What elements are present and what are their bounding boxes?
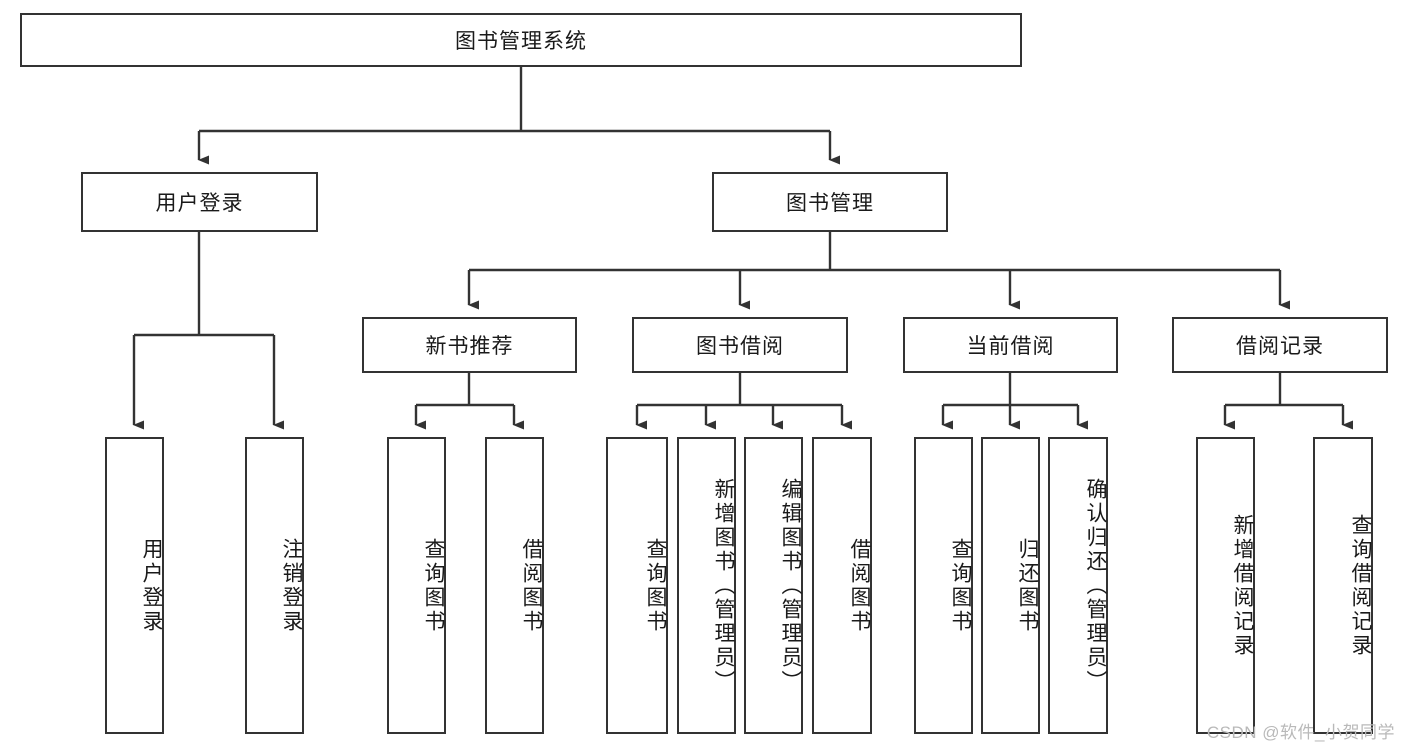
node-book-borrow[interactable]: 图书借阅: [632, 317, 848, 373]
node-leaf-query-book-1-label: 查询图书: [422, 537, 445, 634]
node-new-book-recommend[interactable]: 新书推荐: [362, 317, 577, 373]
node-current-borrow-label: 当前借阅: [966, 335, 1055, 358]
node-leaf-return-book[interactable]: 归还图书: [981, 437, 1040, 734]
node-leaf-add-record-label: 新增借阅记录: [1231, 513, 1254, 658]
node-leaf-query-book-3[interactable]: 查询图书: [914, 437, 973, 734]
edges-root-to-level2: [197, 67, 840, 165]
node-leaf-borrow-book-2-label: 借阅图书: [848, 537, 871, 634]
edges-userlogin-to-leaves: [132, 232, 284, 430]
node-leaf-user-login-label: 用户登录: [140, 537, 163, 634]
edges-bookborrow-to-leaves: [635, 373, 852, 430]
node-user-login-label: 用户登录: [155, 192, 244, 215]
node-leaf-confirm-return-label: 确认归还（管理员）: [1084, 477, 1107, 694]
node-leaf-confirm-return[interactable]: 确认归还（管理员）: [1048, 437, 1108, 734]
node-leaf-query-record[interactable]: 查询借阅记录: [1313, 437, 1373, 734]
node-borrow-record-label: 借阅记录: [1236, 335, 1324, 358]
edges-currentborrow-to-leaves: [941, 373, 1088, 430]
node-book-manage-label: 图书管理: [786, 192, 874, 215]
node-leaf-edit-book[interactable]: 编辑图书（管理员）: [744, 437, 803, 734]
node-leaf-query-book-1[interactable]: 查询图书: [387, 437, 446, 734]
node-leaf-query-book-2[interactable]: 查询图书: [606, 437, 668, 734]
node-leaf-query-book-3-label: 查询图书: [949, 537, 972, 634]
node-root[interactable]: 图书管理系统: [20, 13, 1022, 67]
node-borrow-record[interactable]: 借阅记录: [1172, 317, 1388, 373]
edges-borrowrecord-to-leaves: [1223, 373, 1353, 430]
node-user-login[interactable]: 用户登录: [81, 172, 318, 232]
node-leaf-edit-book-label: 编辑图书（管理员）: [779, 477, 802, 694]
node-leaf-query-record-label: 查询借阅记录: [1349, 513, 1372, 658]
node-leaf-borrow-book-1-label: 借阅图书: [520, 537, 543, 634]
edges-bookmanage-to-level3: [467, 232, 1290, 310]
node-leaf-logout[interactable]: 注销登录: [245, 437, 304, 734]
node-new-book-recommend-label: 新书推荐: [425, 335, 514, 358]
node-leaf-add-book-label: 新增图书（管理员）: [712, 477, 735, 694]
node-leaf-add-record[interactable]: 新增借阅记录: [1196, 437, 1255, 734]
node-current-borrow[interactable]: 当前借阅: [903, 317, 1118, 373]
node-book-manage[interactable]: 图书管理: [712, 172, 948, 232]
node-leaf-return-book-label: 归还图书: [1016, 537, 1039, 634]
node-leaf-borrow-book-2[interactable]: 借阅图书: [812, 437, 872, 734]
node-leaf-user-login[interactable]: 用户登录: [105, 437, 164, 734]
edges-newbook-to-leaves: [414, 373, 524, 430]
node-leaf-borrow-book-1[interactable]: 借阅图书: [485, 437, 544, 734]
node-book-borrow-label: 图书借阅: [696, 335, 784, 358]
node-leaf-logout-label: 注销登录: [280, 537, 303, 634]
node-leaf-add-book[interactable]: 新增图书（管理员）: [677, 437, 736, 734]
node-leaf-query-book-2-label: 查询图书: [644, 537, 667, 634]
node-root-label: 图书管理系统: [455, 30, 587, 53]
